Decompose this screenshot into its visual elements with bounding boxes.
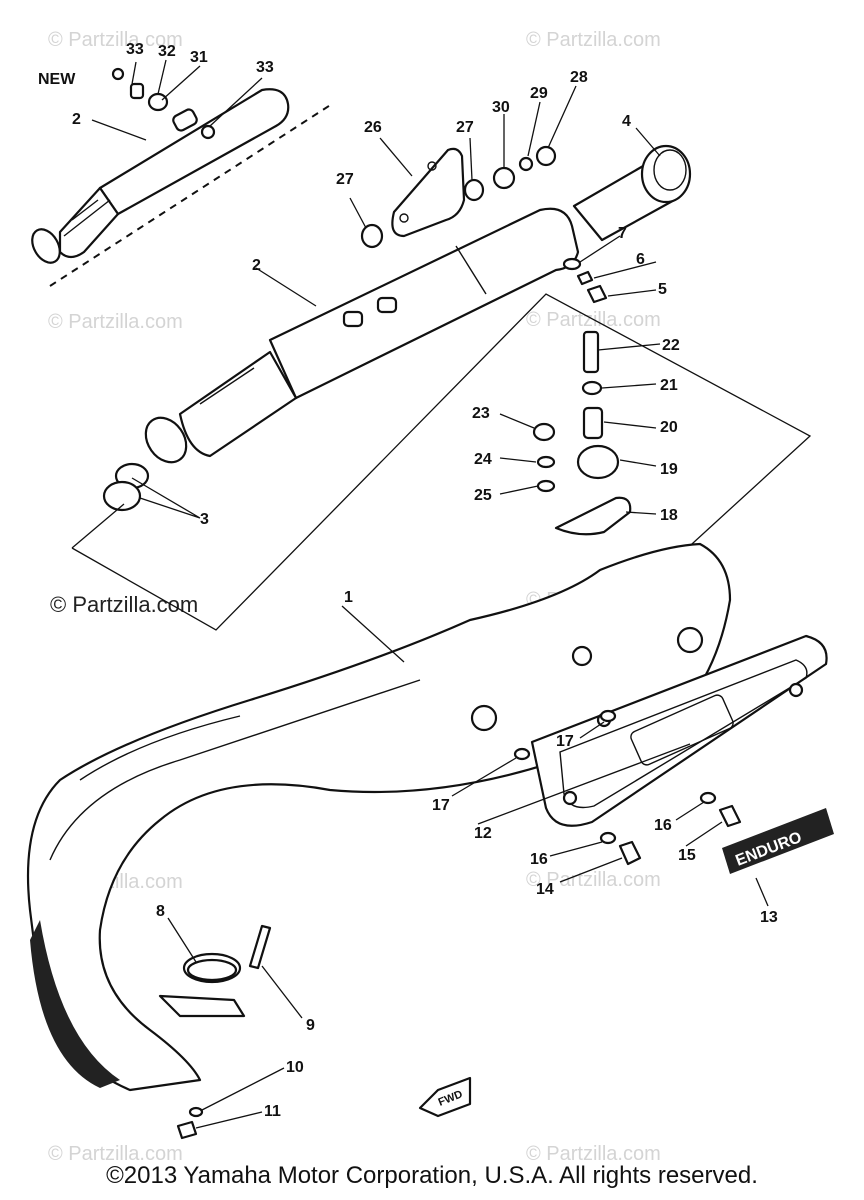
- callout-28: 28: [570, 69, 588, 86]
- callout-12: 12: [474, 825, 492, 842]
- callout-23: 23: [472, 405, 490, 422]
- bracket-hole-2: [399, 213, 409, 223]
- part-15-bolt: [718, 804, 742, 828]
- callout-14: 14: [536, 881, 554, 898]
- part-4-tailpipe: [572, 144, 692, 242]
- callout-22: 22: [662, 337, 680, 354]
- part-16-washer-2: [699, 791, 717, 805]
- muffler-new-drawing: [31, 88, 290, 264]
- callout-20: 20: [660, 419, 678, 436]
- callout-1: 1: [344, 589, 353, 606]
- watermark-bottom-right: © Partzilla.com: [526, 1143, 661, 1165]
- copyright-footer: ©2013 Yamaha Motor Corporation, U.S.A. A…: [106, 1162, 758, 1189]
- watermark-top-left: © Partzilla.com: [48, 29, 183, 51]
- part-21-washer: [581, 380, 603, 396]
- part-28-collar: [535, 145, 557, 167]
- callout-17-a: 17: [432, 797, 450, 814]
- callout-7: 7: [618, 225, 627, 242]
- watermark-lower-right: © Partzilla.com: [526, 869, 661, 891]
- callout-9: 9: [306, 1017, 315, 1034]
- part-23-bolt: [532, 422, 556, 442]
- callout-11: 11: [264, 1103, 281, 1120]
- part-32-spacer: [129, 82, 145, 100]
- muffler-main-drawing: [144, 207, 580, 464]
- callout-26: 26: [364, 119, 382, 136]
- assembly-outline-2: [71, 503, 125, 549]
- part-27-grommet: [360, 223, 384, 249]
- assembly-outline: [71, 293, 812, 631]
- callout-10: 10: [286, 1059, 304, 1076]
- callout-27-a: 27: [336, 171, 354, 188]
- callout-31: 31: [190, 49, 208, 66]
- callout-24: 24: [474, 451, 492, 468]
- callout-16-a: 16: [530, 851, 548, 868]
- callout-21: 21: [660, 377, 678, 394]
- callout-16-b: 16: [654, 817, 672, 834]
- part-17-grommet: [513, 747, 531, 761]
- part-9-stud: [248, 924, 272, 970]
- watermark-top-right: © Partzilla.com: [526, 29, 661, 51]
- callout-29: 29: [530, 85, 548, 102]
- part-10-washer: [188, 1106, 204, 1118]
- part-27-grommet-2: [463, 178, 485, 202]
- part-31-grommet: [147, 92, 169, 112]
- part-16-washer: [599, 831, 617, 845]
- part-29-washer: [518, 156, 534, 172]
- part-11-nut: [176, 1120, 198, 1140]
- part-7-washer: [562, 257, 582, 271]
- part-26-bracket: [391, 147, 466, 238]
- callout-2-lower: 2: [252, 257, 261, 274]
- callout-32: 32: [158, 43, 176, 60]
- callout-25: 25: [474, 487, 492, 504]
- part-6-lockwasher: [576, 270, 594, 286]
- part-17-grommet-2: [599, 709, 617, 723]
- part-5-bolt: [586, 284, 608, 304]
- part-20-collar: [582, 406, 604, 440]
- fwd-arrow: FWD: [418, 1076, 472, 1118]
- callout-33-b: 33: [256, 59, 274, 76]
- part-30-washer: [492, 166, 516, 190]
- callout-4: 4: [622, 113, 631, 130]
- callout-3: 3: [200, 511, 209, 528]
- separator-dashed-line: [49, 103, 333, 287]
- watermark-mid-left: © Partzilla.com: [48, 311, 183, 333]
- callout-13: 13: [760, 909, 778, 926]
- watermark-prominent: © Partzilla.com: [50, 592, 198, 617]
- part-33-nut: [111, 67, 125, 81]
- callout-33-a: 33: [126, 41, 144, 58]
- callout-5: 5: [658, 281, 667, 298]
- callout-27-b: 27: [456, 119, 474, 136]
- watermark-bottom-left: © Partzilla.com: [48, 1143, 183, 1165]
- callout-18: 18: [660, 507, 678, 524]
- part-3-gasket-2: [102, 480, 142, 512]
- callout-2-upper: 2: [72, 111, 81, 128]
- part-8-gasket: [186, 958, 238, 982]
- part-22-bolt: [582, 330, 600, 374]
- callouts: 1 2 2 3 4 5 6 7 8 9 10 11 12 13 14 15 16…: [72, 41, 778, 1120]
- new-label: NEW: [38, 71, 76, 88]
- callout-17-b: 17: [556, 733, 574, 750]
- callout-30: 30: [492, 99, 510, 116]
- callout-8: 8: [156, 903, 165, 920]
- part-33-nut-2: [200, 124, 216, 140]
- part-19-damper: [576, 444, 620, 480]
- part-14-bolt: [618, 840, 642, 866]
- bracket-hole-1: [427, 161, 437, 171]
- part-25-washer: [536, 479, 556, 493]
- callout-6: 6: [636, 251, 645, 268]
- callout-15: 15: [678, 847, 696, 864]
- leader-lines: [91, 59, 769, 1129]
- part-18-stay: [554, 496, 632, 536]
- part-24-washer: [536, 455, 556, 469]
- part-1-expansion-chamber: [26, 542, 732, 1092]
- callout-19: 19: [660, 461, 678, 478]
